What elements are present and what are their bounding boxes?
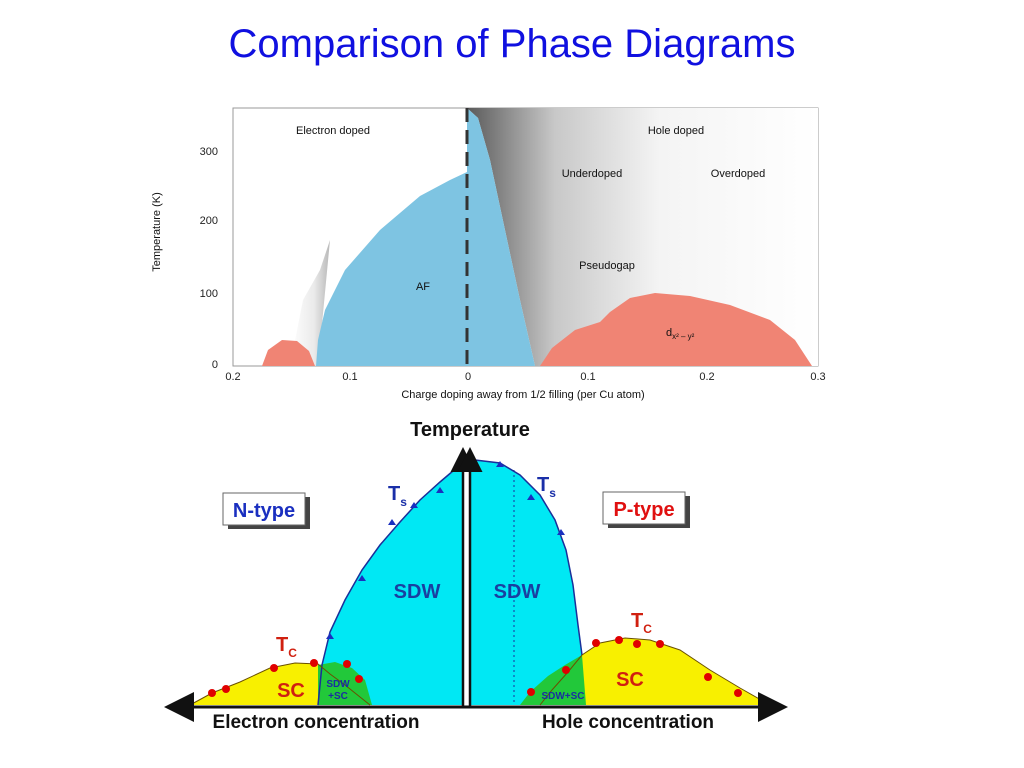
- sc-right-dome: [540, 638, 770, 705]
- bottom-phase-diagram: Temperature Electron concentration Hole …: [164, 419, 788, 733]
- ts-right-label: Ts: [537, 474, 556, 500]
- y-tick-300: 300: [200, 146, 218, 158]
- tc-point: [615, 636, 623, 644]
- tc-point: [656, 640, 664, 648]
- hole-sc-dome: [540, 293, 812, 366]
- tc-data-points: [208, 636, 766, 703]
- ts-left-label: Ts: [388, 483, 407, 509]
- p-type-box: [602, 491, 686, 525]
- tc-point: [310, 659, 318, 667]
- af-region: [316, 108, 535, 366]
- sc-right-label: SC: [616, 669, 644, 691]
- tc-point: [592, 639, 600, 647]
- ts-point: [410, 502, 418, 508]
- x-tick-e01: 0.1: [342, 371, 357, 383]
- ts-point: [436, 487, 444, 493]
- tc-point: [222, 685, 230, 693]
- tc-point: [355, 675, 363, 683]
- tc-point: [704, 673, 712, 681]
- x-tick-e02: 0.2: [225, 371, 240, 383]
- hole-pseudogap-region: [467, 108, 818, 366]
- label-underdoped: Underdoped: [562, 168, 623, 180]
- x-tick-h03: 0.3: [810, 371, 825, 383]
- tc-point: [734, 689, 742, 697]
- label-electron-doped: Electron doped: [296, 125, 370, 137]
- y-tick-0: 0: [212, 359, 218, 371]
- sdw-sc-right-label: SDW+SC: [541, 691, 584, 702]
- sdw-sc-right-region: [520, 655, 586, 705]
- label-sc-symmetry: dx² – y²: [666, 327, 695, 341]
- slide-title: Comparison of Phase Diagrams: [228, 22, 796, 66]
- x-tick-h02: 0.2: [699, 371, 714, 383]
- sdw-left-region: [318, 458, 463, 705]
- p-type-label: P-type: [613, 499, 674, 521]
- top-phase-diagram: Electron doped Hole doped Underdoped Ove…: [151, 107, 826, 401]
- sc-left-label: SC: [277, 680, 305, 702]
- ts-point: [326, 633, 334, 639]
- tc-point: [562, 666, 570, 674]
- sdw-right-region: [470, 460, 586, 705]
- ts-right-line: [474, 459, 583, 656]
- x-axis-label: Charge doping away from 1/2 filling (per…: [401, 389, 644, 401]
- sdw-sc-left-line1: SDW: [326, 679, 350, 690]
- label-overdoped: Overdoped: [711, 168, 765, 180]
- y-tick-100: 100: [200, 288, 218, 300]
- label-hole-doped: Hole doped: [648, 125, 704, 137]
- label-af: AF: [416, 281, 430, 293]
- ts-point: [358, 575, 366, 581]
- label-pseudogap: Pseudogap: [579, 260, 635, 272]
- x-tick-0: 0: [465, 371, 471, 383]
- sdw-left-label: SDW: [394, 581, 441, 603]
- tc-point: [270, 664, 278, 672]
- sdw-sc-left-line2: +SC: [328, 691, 348, 702]
- temperature-axis-title: Temperature: [410, 419, 530, 441]
- tc-point: [208, 689, 216, 697]
- electron-sc-dome: [262, 340, 315, 366]
- ts-left-line: [317, 464, 461, 706]
- ts-point: [388, 519, 396, 525]
- hole-concentration-label: Hole concentration: [542, 712, 714, 733]
- n-type-label: N-type: [233, 500, 295, 522]
- n-type-box: [222, 492, 306, 526]
- ts-point: [496, 461, 504, 467]
- tc-point: [343, 660, 351, 668]
- tc-right-label: TC: [631, 610, 652, 636]
- tc-point: [633, 640, 641, 648]
- sdw-right-label: SDW: [494, 581, 541, 603]
- tc-point: [527, 688, 535, 696]
- sdw-sc-left-region: [318, 662, 372, 705]
- ts-point: [527, 494, 535, 500]
- tc-left-label: TC: [276, 634, 297, 660]
- x-tick-h01: 0.1: [580, 371, 595, 383]
- y-axis-label: Temperature (K): [151, 192, 163, 271]
- ts-point: [557, 529, 565, 535]
- electron-concentration-label: Electron concentration: [213, 712, 420, 733]
- ts-data-points: [326, 461, 565, 639]
- tc-left-line: [189, 662, 371, 706]
- tc-point: [758, 695, 766, 703]
- y-tick-200: 200: [200, 215, 218, 227]
- tc-right-line: [539, 637, 771, 706]
